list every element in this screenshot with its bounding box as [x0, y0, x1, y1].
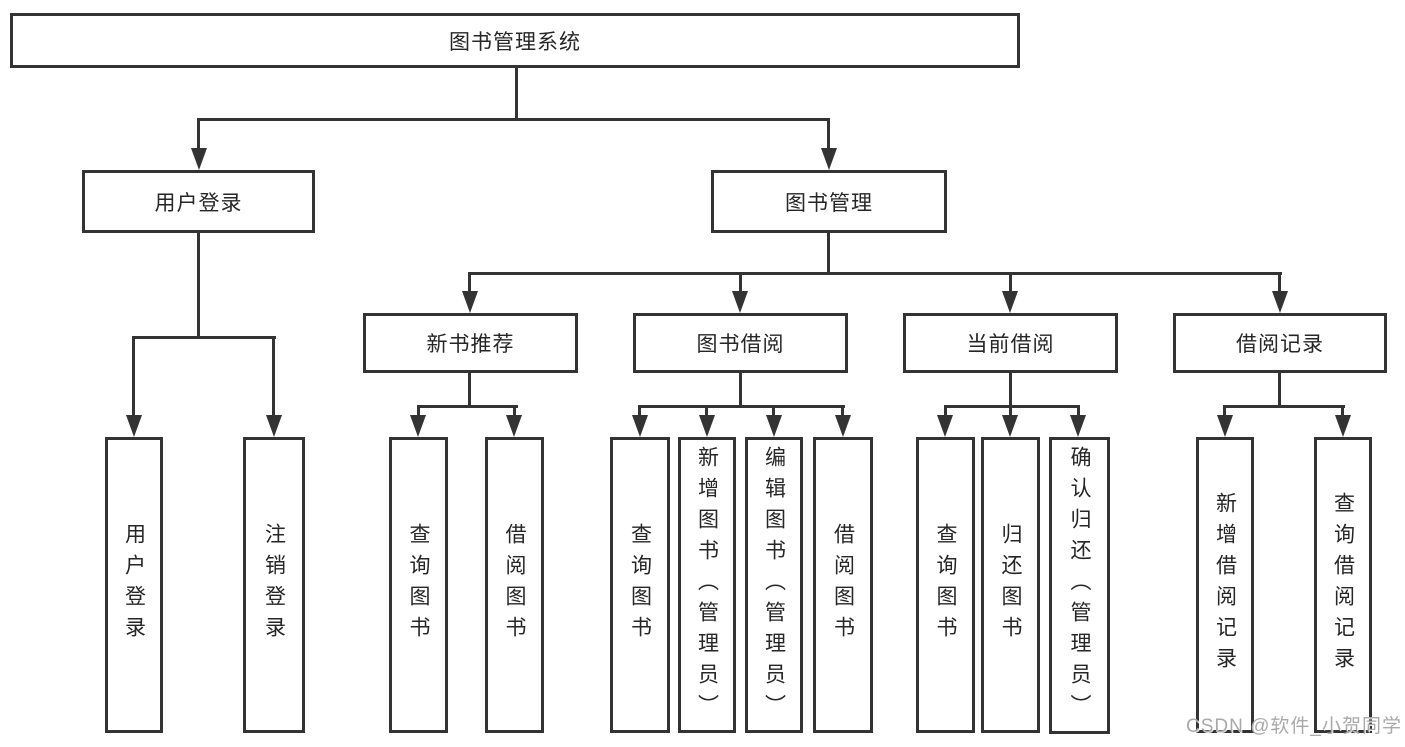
connector-line [272, 336, 275, 417]
leaf-logout: 注销登录 [243, 437, 305, 733]
connector-line [198, 118, 830, 121]
connector-line [1009, 405, 1012, 417]
node-label: 注销登录 [262, 523, 286, 647]
leaf-user-login: 用户登录 [105, 437, 163, 733]
node-label: 新增借阅记录 [1213, 492, 1237, 678]
node-current-borrowing: 当前借阅 [903, 313, 1118, 373]
connector-line [1278, 272, 1281, 295]
connector-line [417, 405, 518, 408]
connector-line [1278, 373, 1281, 408]
arrow-down-icon [835, 415, 851, 437]
node-label: 图书管理 [785, 191, 873, 215]
leaf-query-books-borrowing: 查询图书 [610, 437, 670, 733]
node-borrowing-records: 借阅记录 [1173, 313, 1387, 373]
connector-line [944, 405, 1080, 408]
connector-line [468, 373, 471, 408]
connector-line [638, 405, 641, 417]
leaf-query-books-current: 查询图书 [916, 437, 975, 733]
arrow-down-icon [1272, 291, 1288, 313]
node-label: 图书借阅 [696, 333, 785, 356]
node-label: 查询图书 [407, 523, 430, 647]
connector-line [638, 405, 845, 408]
arrow-down-icon [1070, 415, 1086, 437]
arrow-down-icon [1002, 415, 1018, 437]
node-label: 查询图书 [628, 523, 652, 647]
node-label: 图书管理系统 [449, 30, 581, 54]
node-book-management: 图书管理 [711, 170, 947, 233]
leaf-add-book-admin: 新增图书（管理员） [678, 437, 736, 733]
leaf-query-borrow-record: 查询借阅记录 [1314, 437, 1372, 733]
arrow-down-icon [506, 415, 522, 437]
connector-line [197, 118, 200, 152]
node-label: 借阅图书 [503, 523, 526, 647]
node-label: 编辑图书（管理员） [762, 445, 786, 725]
node-label: 确认归还（管理员） [1068, 446, 1091, 725]
node-label: 新书推荐 [426, 333, 515, 356]
connector-line [1223, 405, 1345, 408]
leaf-query-books-recommend: 查询图书 [389, 437, 448, 733]
node-label: 用户登录 [154, 191, 243, 215]
leaf-borrow-books: 借阅图书 [813, 437, 873, 733]
connector-line [417, 405, 420, 417]
node-label: 借阅记录 [1236, 333, 1324, 356]
arrow-down-icon [126, 415, 142, 437]
arrow-down-icon [732, 291, 748, 313]
connector-line [944, 405, 947, 417]
connector-line [513, 405, 516, 417]
arrow-down-icon [1335, 415, 1351, 437]
arrow-down-icon [191, 148, 207, 170]
connector-line [827, 233, 830, 275]
leaf-return-books: 归还图书 [981, 437, 1040, 733]
arrow-down-icon [410, 415, 426, 437]
node-label: 当前借阅 [966, 333, 1055, 356]
connector-line [197, 233, 200, 339]
connector-line [739, 373, 742, 408]
arrow-down-icon [821, 148, 837, 170]
arrow-down-icon [1002, 291, 1018, 313]
arrow-down-icon [632, 415, 648, 437]
leaf-edit-book-admin: 编辑图书（管理员） [745, 437, 803, 733]
connector-line [515, 68, 518, 120]
connector-line [468, 272, 471, 295]
connector-line [739, 272, 742, 295]
connector-line [1009, 373, 1012, 408]
node-label: 新增图书（管理员） [695, 445, 719, 725]
arrow-down-icon [699, 415, 715, 437]
leaf-confirm-return-admin: 确认归还（管理员） [1049, 437, 1110, 734]
arrow-down-icon [462, 291, 478, 313]
node-label: 查询图书 [934, 523, 957, 647]
arrow-down-icon [937, 415, 953, 437]
connector-line [772, 405, 775, 417]
arrow-down-icon [266, 415, 282, 437]
connector-line [133, 336, 276, 339]
connector-line [841, 405, 844, 417]
node-label: 借阅图书 [831, 523, 855, 647]
node-user-login: 用户登录 [82, 170, 315, 233]
connector-line [469, 272, 1282, 275]
connector-line [1341, 405, 1344, 417]
connector-line [1009, 272, 1012, 295]
node-library-management-system: 图书管理系统 [10, 13, 1020, 68]
connector-line [1077, 405, 1080, 417]
node-book-borrowing: 图书借阅 [633, 313, 848, 373]
connector-line [1223, 405, 1226, 417]
node-label: 查询借阅记录 [1331, 492, 1355, 678]
connector-line [827, 118, 830, 152]
node-new-book-recommend: 新书推荐 [363, 313, 578, 373]
node-label: 归还图书 [999, 523, 1022, 647]
connector-line [132, 336, 135, 417]
arrow-down-icon [766, 415, 782, 437]
node-label: 用户登录 [122, 523, 146, 647]
leaf-add-borrow-record: 新增借阅记录 [1196, 437, 1254, 733]
watermark: CSDN @软件_小贺同学 [1186, 716, 1402, 737]
arrow-down-icon [1217, 415, 1233, 437]
leaf-borrow-books-recommend: 借阅图书 [485, 437, 544, 733]
connector-line [705, 405, 708, 417]
